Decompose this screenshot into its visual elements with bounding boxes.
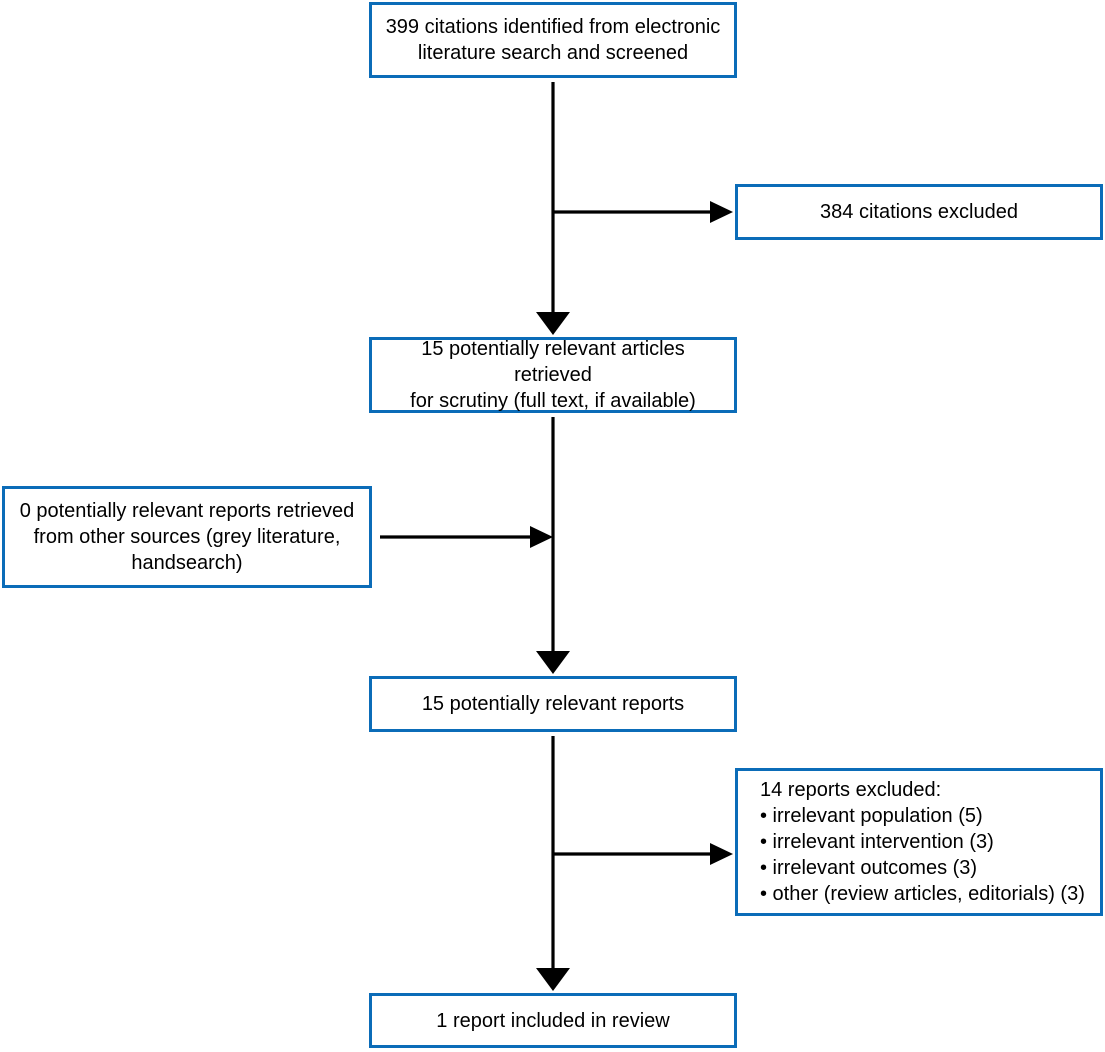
box-citations-excluded-text: 384 citations excluded	[820, 201, 1018, 223]
box-report-included-text: 1 report included in review	[436, 1009, 670, 1032]
connector-relevant-reports-to-report-included	[536, 736, 570, 991]
connector-identified-to-articles-retrieved	[536, 82, 570, 335]
box-articles-retrieved: 15 potentially relevant articles retriev…	[369, 337, 737, 413]
connector-articles-retrieved-to-relevant-reports	[536, 417, 570, 674]
connector-relevant-reports-to-report-included-arrowhead-icon	[536, 968, 570, 991]
box-citations-identified: 399 citations identified from electronic…	[369, 2, 737, 78]
box-relevant-reports-text: 15 potentially relevant reports	[421, 693, 685, 715]
connector-to-reports-excluded-arrowhead-icon	[710, 843, 733, 865]
connector-to-citations-excluded	[553, 201, 733, 223]
connector-other-sources-to-trunk	[380, 526, 553, 548]
box-reports-excluded: 14 reports excluded: • irrelevant popula…	[735, 768, 1103, 916]
box-other-sources-reports-text: 0 potentially relevant reports retrieved…	[19, 500, 355, 574]
connector-to-citations-excluded-arrowhead-icon	[710, 201, 733, 223]
connector-to-reports-excluded	[553, 843, 733, 865]
box-relevant-reports: 15 potentially relevant reports	[369, 676, 737, 732]
box-other-sources-reports: 0 potentially relevant reports retrieved…	[2, 486, 372, 588]
connector-other-sources-to-trunk-arrowhead-icon	[530, 526, 553, 548]
connector-articles-retrieved-to-relevant-reports-arrowhead-icon	[536, 651, 570, 674]
box-articles-retrieved-text: 15 potentially relevant articles retriev…	[410, 338, 696, 412]
box-reports-excluded-text: 14 reports excluded: • irrelevant popula…	[760, 779, 1085, 905]
connector-identified-to-articles-retrieved-arrowhead-icon	[536, 312, 570, 335]
box-citations-identified-text: 399 citations identified from electronic…	[385, 16, 721, 64]
box-report-included: 1 report included in review	[369, 993, 737, 1048]
box-citations-excluded: 384 citations excluded	[735, 184, 1103, 240]
